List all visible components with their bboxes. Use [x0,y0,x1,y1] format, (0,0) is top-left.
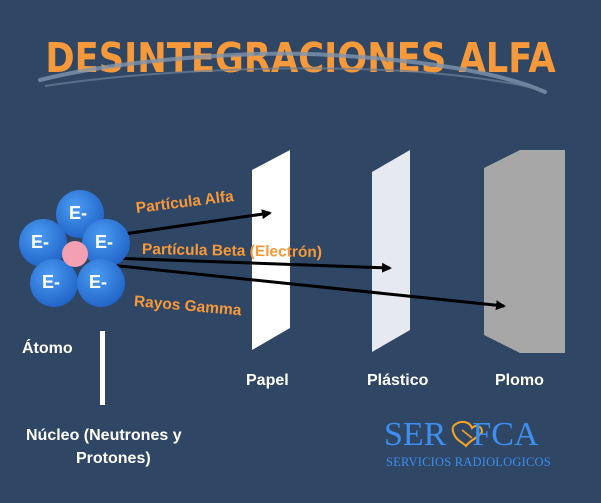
arrow-alfa [109,209,272,238]
logo-name: SER FCA [384,418,539,452]
electron-bottom-left [30,259,78,307]
electron-label: E- [42,272,60,292]
nucleus-label-line1: Núcleo (Neutrones y [26,427,182,444]
logo-subtitle: SERVICIOS RADIOLOGICOS [386,455,551,469]
arrow-gamma [109,263,506,311]
barrier-plomo [484,150,565,353]
title-swoosh [38,51,547,94]
electron-label: E- [69,203,87,223]
nucleus-label-line2: Protones) [76,450,151,467]
electron-label: E- [95,232,113,252]
electron-label: E- [89,272,107,292]
electron-bottom-right [77,259,125,307]
barrier-papel [252,150,290,350]
electron-right [82,219,130,267]
nucleus-pointer-line [100,331,105,405]
barrier-label-papel: Papel [246,372,289,389]
nucleus [62,241,88,267]
barrier-plastico [372,150,410,352]
logo-name-part1: SER [384,416,447,453]
ray-label-beta: Partícula Beta (Electrón) [141,241,323,262]
barrier-label-plastico: Plástico [367,372,429,389]
page-title: DESINTEGRACIONES ALFA [45,34,556,82]
barrier-label-plomo: Plomo [495,372,544,389]
arrow-beta [109,256,392,273]
logo-emblem-icon [451,420,484,448]
atom-label: Átomo [22,340,73,357]
electron-left [19,219,67,267]
logo-name-part2: FCA [472,416,539,453]
electron-label: E- [31,232,49,252]
title-swoosh-inner [44,67,541,91]
